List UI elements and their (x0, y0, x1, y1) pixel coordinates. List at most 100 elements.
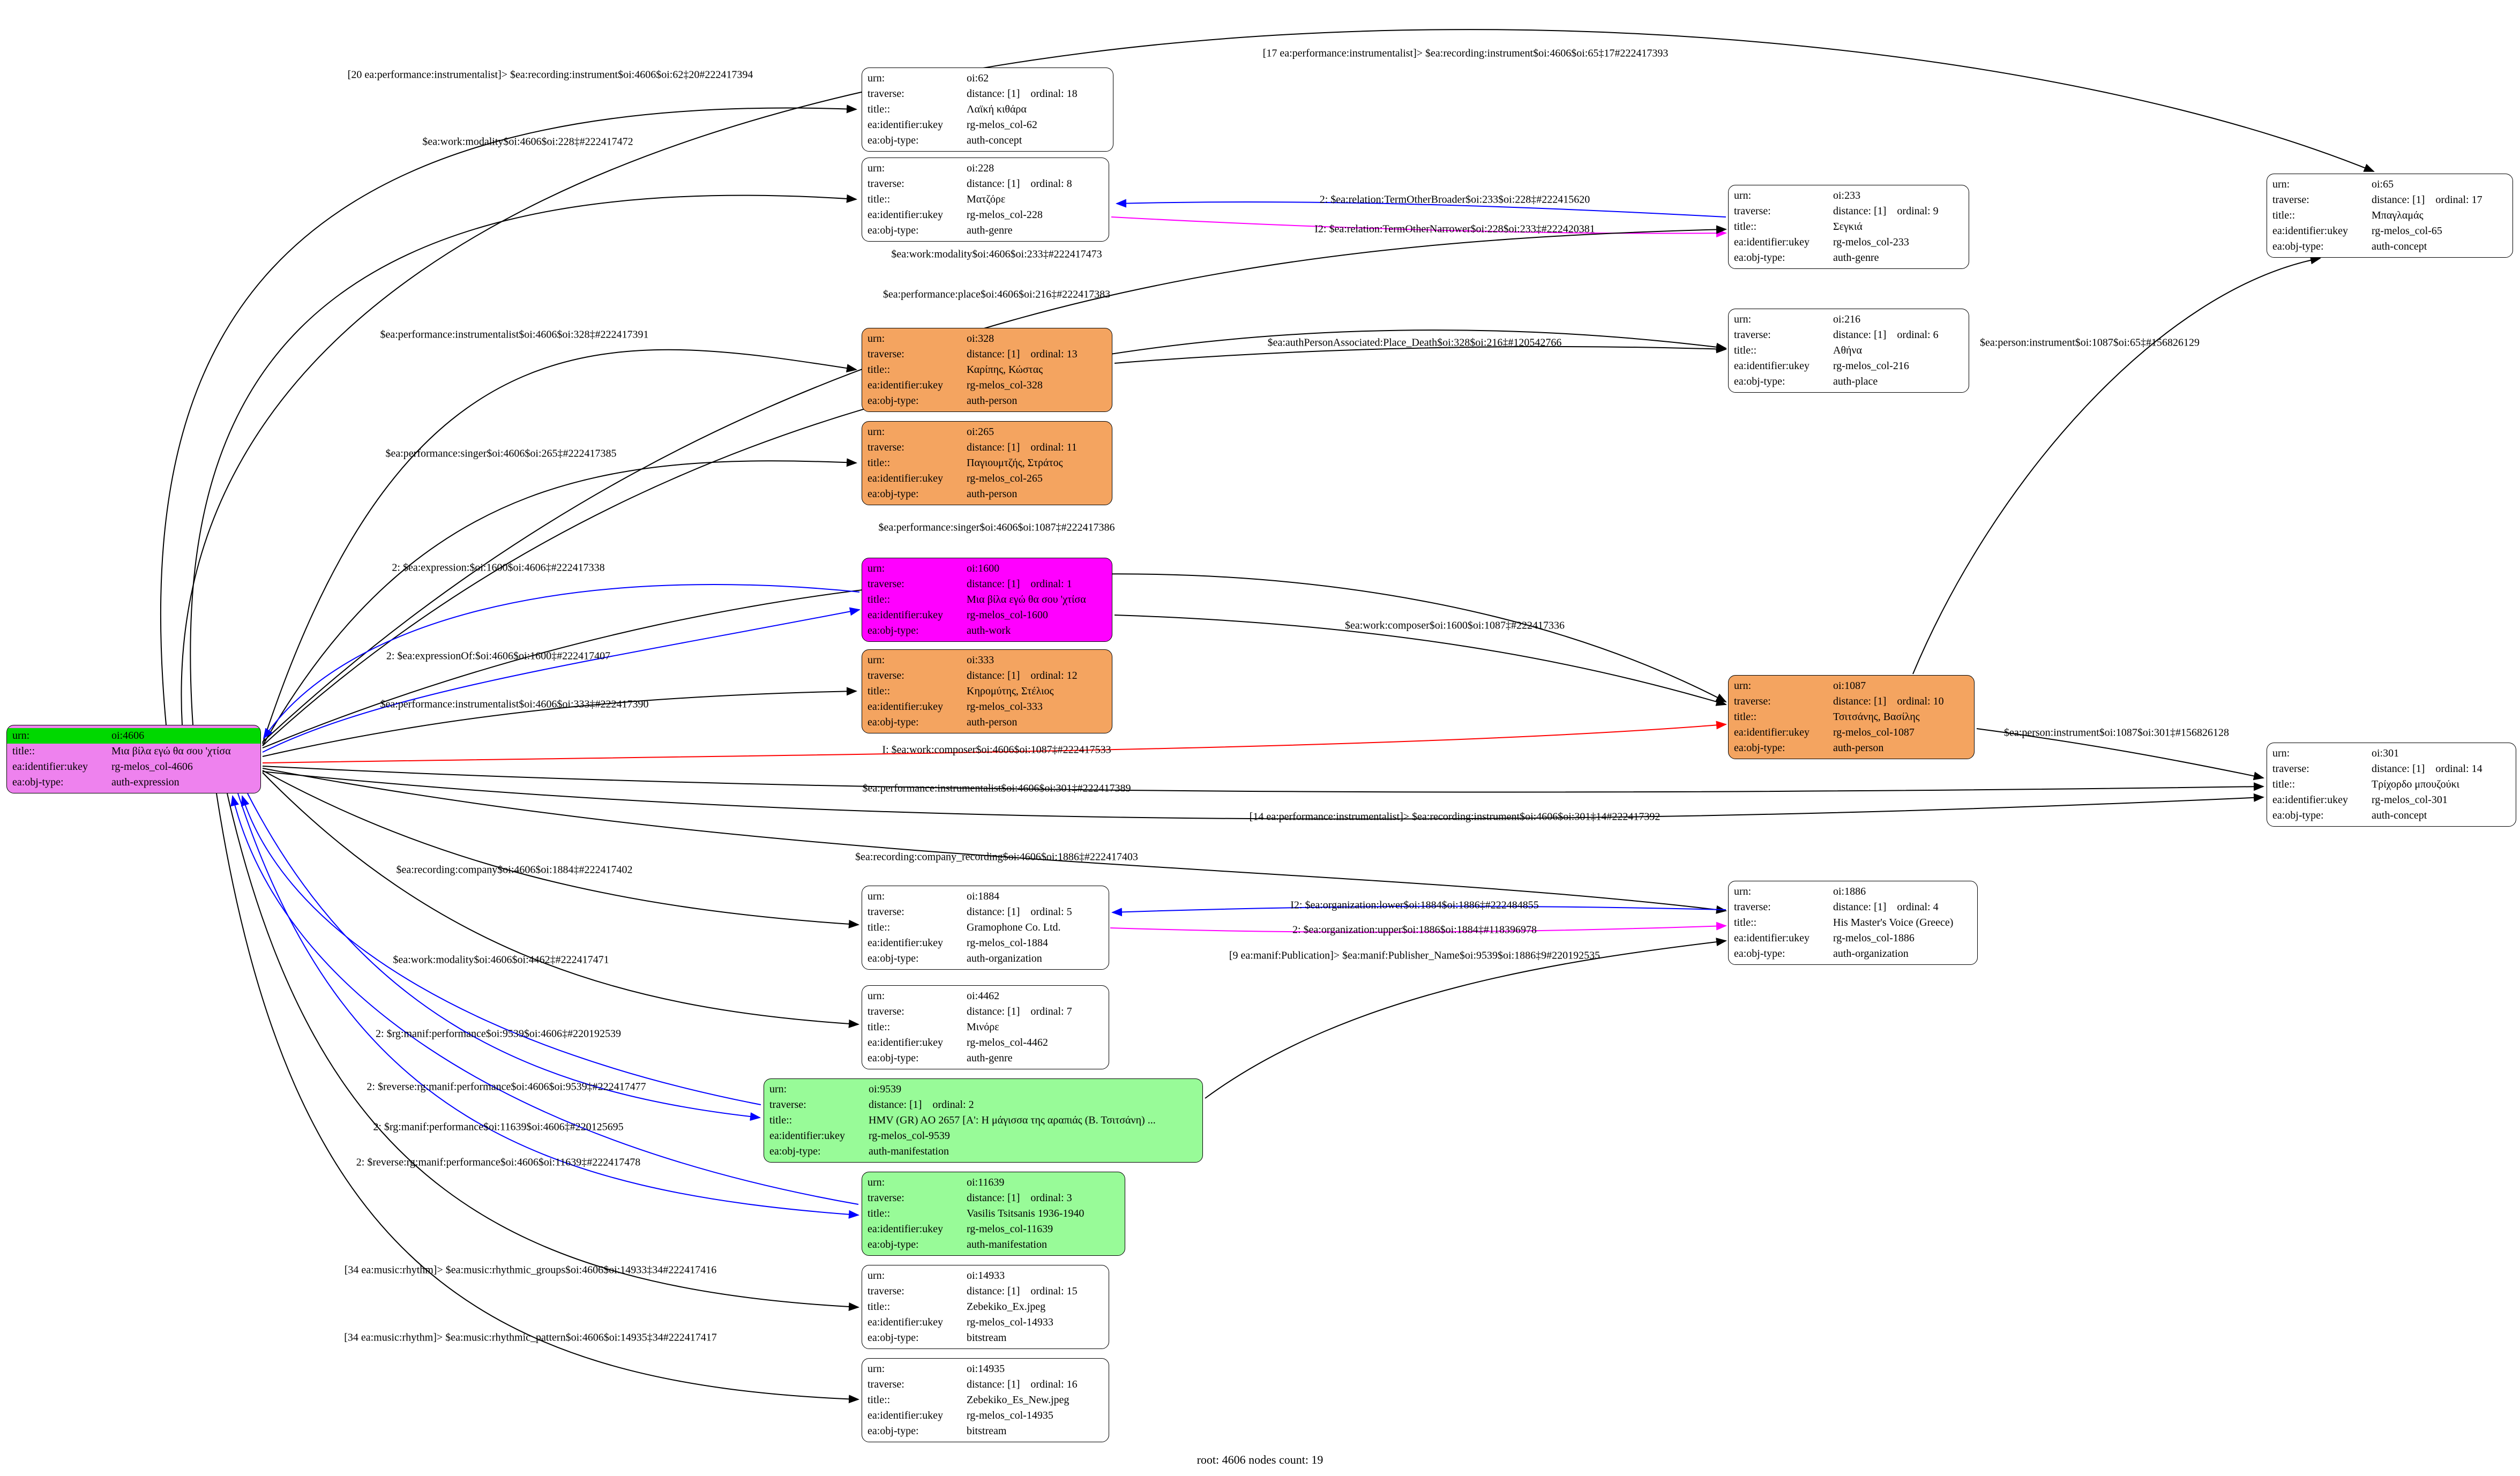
ukey-value: rg-melos_col-228 (967, 209, 1043, 221)
node-row-title: title::Τρίχορδο μπουζούκι (2267, 777, 2516, 792)
field-label: traverse: (868, 178, 904, 190)
title-value: Καρίπης, Κώστας (967, 364, 1043, 376)
field-label: urn: (868, 654, 885, 666)
node-row-objtype: ea:obj-type:auth-person (862, 715, 1112, 730)
node-row-urn: urn:oi:4462 (862, 988, 1109, 1004)
node-row-title: title::Τσιτσάνης, Βασίλης (1729, 709, 1974, 725)
node-row-title: title::Gramophone Co. Ltd. (862, 920, 1109, 935)
node-row-title: title::Μια βίλα εγώ θα σου 'χτίσα (862, 592, 1112, 608)
node-oi-333[interactable]: urn:oi:333 traverse:distance: [1] ordina… (862, 649, 1112, 733)
field-label: title:: (868, 1208, 891, 1219)
node-oi-233[interactable]: urn:oi:233 traverse:distance: [1] ordina… (1728, 185, 1969, 269)
field-label: traverse: (1734, 329, 1771, 341)
field-label: ea:identifier:ukey (868, 609, 944, 621)
edge-publisher-name-9539-1886 (1205, 938, 1727, 1099)
node-oi-14933[interactable]: urn:oi:14933 traverse:distance: [1] ordi… (862, 1265, 1109, 1349)
node-oi-1886[interactable]: urn:oi:1886 traverse:distance: [1] ordin… (1728, 881, 1978, 965)
edge-person-instrument-65 (1912, 256, 2321, 675)
node-row-objtype: ea:obj-type:auth-work (862, 623, 1112, 639)
node-oi-65[interactable]: urn:oi:65 traverse:distance: [1] ordinal… (2267, 174, 2513, 258)
field-label: traverse: (868, 348, 904, 360)
field-label: ea:identifier:ukey (868, 937, 944, 949)
edge-expression-of-4606-1600 (262, 607, 861, 753)
node-row-traverse: traverse:distance: [1] ordinal: 17 (2267, 192, 2512, 208)
edge-work-composer-4606-1087 (262, 721, 1727, 763)
field-label: ea:identifier:ukey (868, 1037, 944, 1048)
node-oi-4462[interactable]: urn:oi:4462 traverse: distance: [1] ordin… (862, 985, 1109, 1069)
field-label: ea:identifier:ukey (868, 701, 944, 713)
objtype-value: bitstream (967, 1332, 1007, 1344)
node-row-traverse: traverse:distance: [1] ordinal: 8 (862, 176, 1109, 192)
title-value: Λαϊκή κιθάρα (967, 103, 1027, 115)
node-row-urn: urn:oi:14933 (862, 1268, 1109, 1284)
field-label: ea:obj-type: (1734, 742, 1785, 754)
node-row-title: title::Παγιουμτζής, Στράτος (862, 455, 1112, 471)
node-row-title: title::His Master's Voice (Greece) (1729, 915, 1977, 931)
field-label: title:: (12, 745, 35, 757)
node-oi-216[interactable]: urn:oi:216 traverse:distance: [1] ordina… (1728, 309, 1969, 393)
node-oi-265[interactable]: urn:oi:265 traverse:distance: [1] ordina… (862, 421, 1112, 505)
ukey-value: rg-melos_col-333 (967, 701, 1043, 713)
node-oi-1087[interactable]: urn:oi:1087 traverse:distance: [1] ordin… (1728, 675, 1975, 759)
ukey-value: rg-melos_col-216 (1833, 360, 1909, 372)
field-label: ea:identifier:ukey (1734, 360, 1810, 372)
edge-label: $ea:work:modality$oi:4606$oi:228‡#222417… (422, 136, 633, 148)
edge-expression-1600-4606 (263, 583, 860, 739)
node-row-urn: urn:oi:1884 (862, 889, 1109, 904)
field-label: title:: (1734, 917, 1757, 928)
node-oi-1884[interactable]: urn:oi:1884 traverse:distance: [1] ordin… (862, 886, 1109, 970)
edge-label: 2: $ea:expressionOf:$oi:4606$oi:1600‡#22… (386, 650, 611, 662)
field-label: traverse: (868, 578, 904, 590)
field-label: traverse: (868, 88, 904, 100)
node-row-objtype: ea:obj-type:bitstream (862, 1423, 1109, 1439)
traverse-value: distance: [1] ordinal: 7 (967, 1006, 1072, 1017)
node-oi-9539[interactable]: urn:oi:9539 traverse:distance: [1] ordin… (764, 1078, 1203, 1163)
field-label: traverse: (769, 1099, 806, 1111)
field-label: urn: (12, 730, 30, 741)
urn-value: oi:4462 (967, 990, 1000, 1002)
node-row-traverse: traverse:distance: [1] ordinal: 4 (1729, 900, 1977, 915)
node-oi-4606[interactable]: urn:oi:4606 title::Μια βίλα εγώ θα σου '… (6, 725, 261, 793)
node-row-urn: urn:oi:233 (1729, 188, 1969, 204)
node-row-traverse: traverse: distance: [1] ordinal: 7 (862, 1004, 1109, 1020)
node-oi-1600[interactable]: urn:oi:1600 traverse:distance: [1] ordin… (862, 558, 1112, 642)
field-label: title:: (868, 193, 891, 205)
field-label: traverse: (868, 1006, 904, 1017)
urn-value: oi:1087 (1833, 680, 1866, 692)
node-oi-62[interactable]: urn:oi:62 traverse:distance: [1] ordinal… (862, 68, 1113, 152)
field-label: title:: (868, 364, 891, 376)
urn-value: oi:14933 (967, 1270, 1005, 1282)
node-oi-228[interactable]: urn:oi:228 traverse:distance: [1] ordina… (862, 158, 1109, 242)
node-row-traverse: traverse:distance: [1] ordinal: 3 (862, 1190, 1125, 1206)
field-label: ea:identifier:ukey (12, 761, 88, 773)
edge-instrumentalist-301 (262, 766, 2264, 793)
ukey-value: rg-melos_col-1600 (967, 609, 1048, 621)
field-label: ea:identifier:ukey (1734, 236, 1810, 248)
edge-organization-upper (1110, 921, 1727, 933)
objtype-value: auth-expression (111, 776, 180, 788)
urn-value: oi:265 (967, 426, 994, 438)
node-row-urn: urn:oi:9539 (764, 1082, 1202, 1097)
field-label: traverse: (2272, 194, 2309, 206)
node-row-title: title::Ματζόρε (862, 192, 1109, 207)
node-row-objtype: ea:obj-type:auth-person (862, 486, 1112, 502)
node-oi-301[interactable]: urn:oi:301 traverse:distance: [1] ordina… (2267, 743, 2516, 827)
node-row-objtype: ea:obj-type:auth-person (862, 393, 1112, 409)
node-oi-14935[interactable]: urn:oi:14935 traverse:distance: [1] ordi… (862, 1358, 1109, 1442)
node-row-traverse: traverse:distance: [1] ordinal: 14 (2267, 761, 2516, 777)
field-label: ea:obj-type: (769, 1145, 821, 1157)
title-value: Σεγκιά (1833, 221, 1863, 233)
node-oi-11639[interactable]: urn:oi:11639 traverse:distance: [1] ordi… (862, 1172, 1125, 1256)
urn-value: oi:11639 (967, 1177, 1005, 1188)
node-row-traverse: traverse:distance: [1] ordinal: 9 (1729, 204, 1969, 219)
edge-label: $ea:performance:instrumentalist$oi:4606$… (862, 782, 1131, 795)
field-label: urn: (1734, 680, 1752, 692)
node-row-title: title::HMV (GR) AO 2657 [Α': Η μάγισσα τ… (764, 1113, 1202, 1128)
node-oi-328[interactable]: urn:oi:328 traverse:distance: [1] ordina… (862, 328, 1112, 412)
